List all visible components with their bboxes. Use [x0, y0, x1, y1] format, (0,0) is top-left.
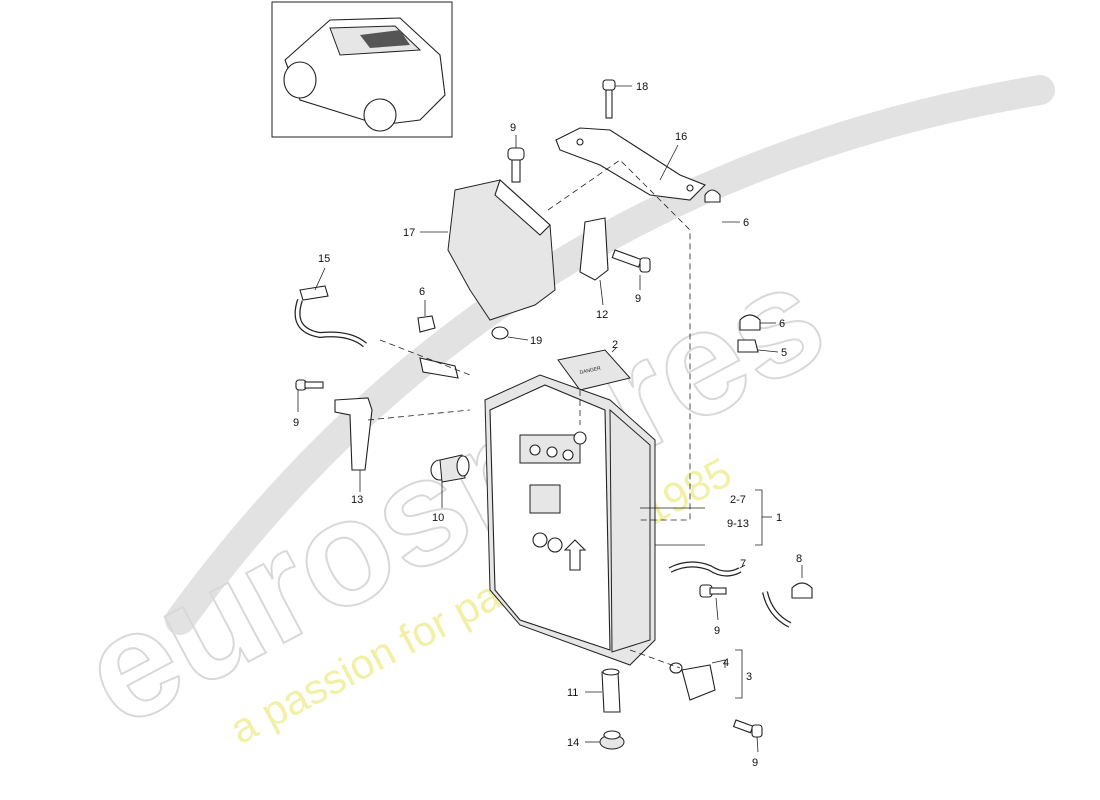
callout-9-mid: 9: [635, 293, 641, 305]
danger-label-text: DANGER: [579, 366, 602, 376]
arrow-marker: [563, 539, 587, 571]
callout-4: 4: [723, 657, 729, 669]
watermark-swoosh: [165, 75, 1055, 635]
callout-2-7: 2-7: [730, 494, 746, 506]
car-wheel-front: [283, 61, 317, 99]
callout-5: 5: [781, 347, 787, 359]
callout-6-top: 6: [743, 217, 749, 229]
bracket-13: [334, 397, 373, 471]
callout-1: 1: [776, 512, 782, 524]
nut-6-top: [704, 189, 721, 203]
fuse-block: [529, 484, 561, 514]
bolt-9-bottom: [732, 719, 763, 738]
callout-6-right: 6: [779, 318, 785, 330]
callout-14: 14: [567, 737, 579, 749]
sleeve-11: [601, 671, 621, 713]
bracket-12: [579, 217, 609, 281]
callout-11: 11: [567, 687, 578, 699]
bolt-18: [602, 79, 616, 119]
callout-7: 7: [740, 558, 746, 570]
callout-9-top: 9: [510, 122, 516, 134]
nut-6-right: [739, 314, 761, 331]
connector-link: [419, 357, 459, 379]
callout-15: 15: [318, 253, 330, 265]
callout-8: 8: [796, 553, 802, 565]
o-ring-4: [669, 662, 683, 674]
callout-10: 10: [432, 512, 444, 524]
callout-17: 17: [403, 227, 415, 239]
bolt-9-left: [295, 379, 324, 391]
callout-9-left: 9: [293, 417, 299, 429]
nut-6-left: [417, 315, 436, 333]
car-sunroof: [360, 30, 410, 48]
bolt-9-mid: [611, 249, 651, 273]
callout-12: 12: [596, 309, 608, 321]
callout-9-bottom: 9: [752, 757, 758, 769]
bolt-9-lower: [699, 584, 727, 598]
sensor-3: [681, 664, 716, 701]
cable-8: [762, 591, 792, 628]
callout-3: 3: [746, 671, 752, 683]
vehicle-thumbnail: [271, 1, 453, 138]
callout-13: 13: [351, 494, 363, 506]
plug-10: [430, 454, 470, 483]
cover-plate-16: [555, 127, 706, 201]
assembly-lines: [367, 159, 691, 669]
control-unit-main: [484, 374, 656, 666]
callout-9-lower: 9: [714, 625, 720, 637]
callout-2: 2: [612, 339, 618, 351]
callout-6-left: 6: [419, 286, 425, 298]
callout-16: 16: [675, 131, 687, 143]
callout-18: 18: [636, 81, 648, 93]
bolt-9-top: [507, 147, 525, 183]
callout-19: 19: [530, 335, 542, 347]
nut-8: [791, 582, 813, 599]
nut-19: [491, 326, 509, 340]
callout-9-13: 9-13: [727, 518, 749, 530]
danger-label-2: DANGER: [557, 349, 631, 391]
car-wheel-rear: [363, 98, 397, 132]
